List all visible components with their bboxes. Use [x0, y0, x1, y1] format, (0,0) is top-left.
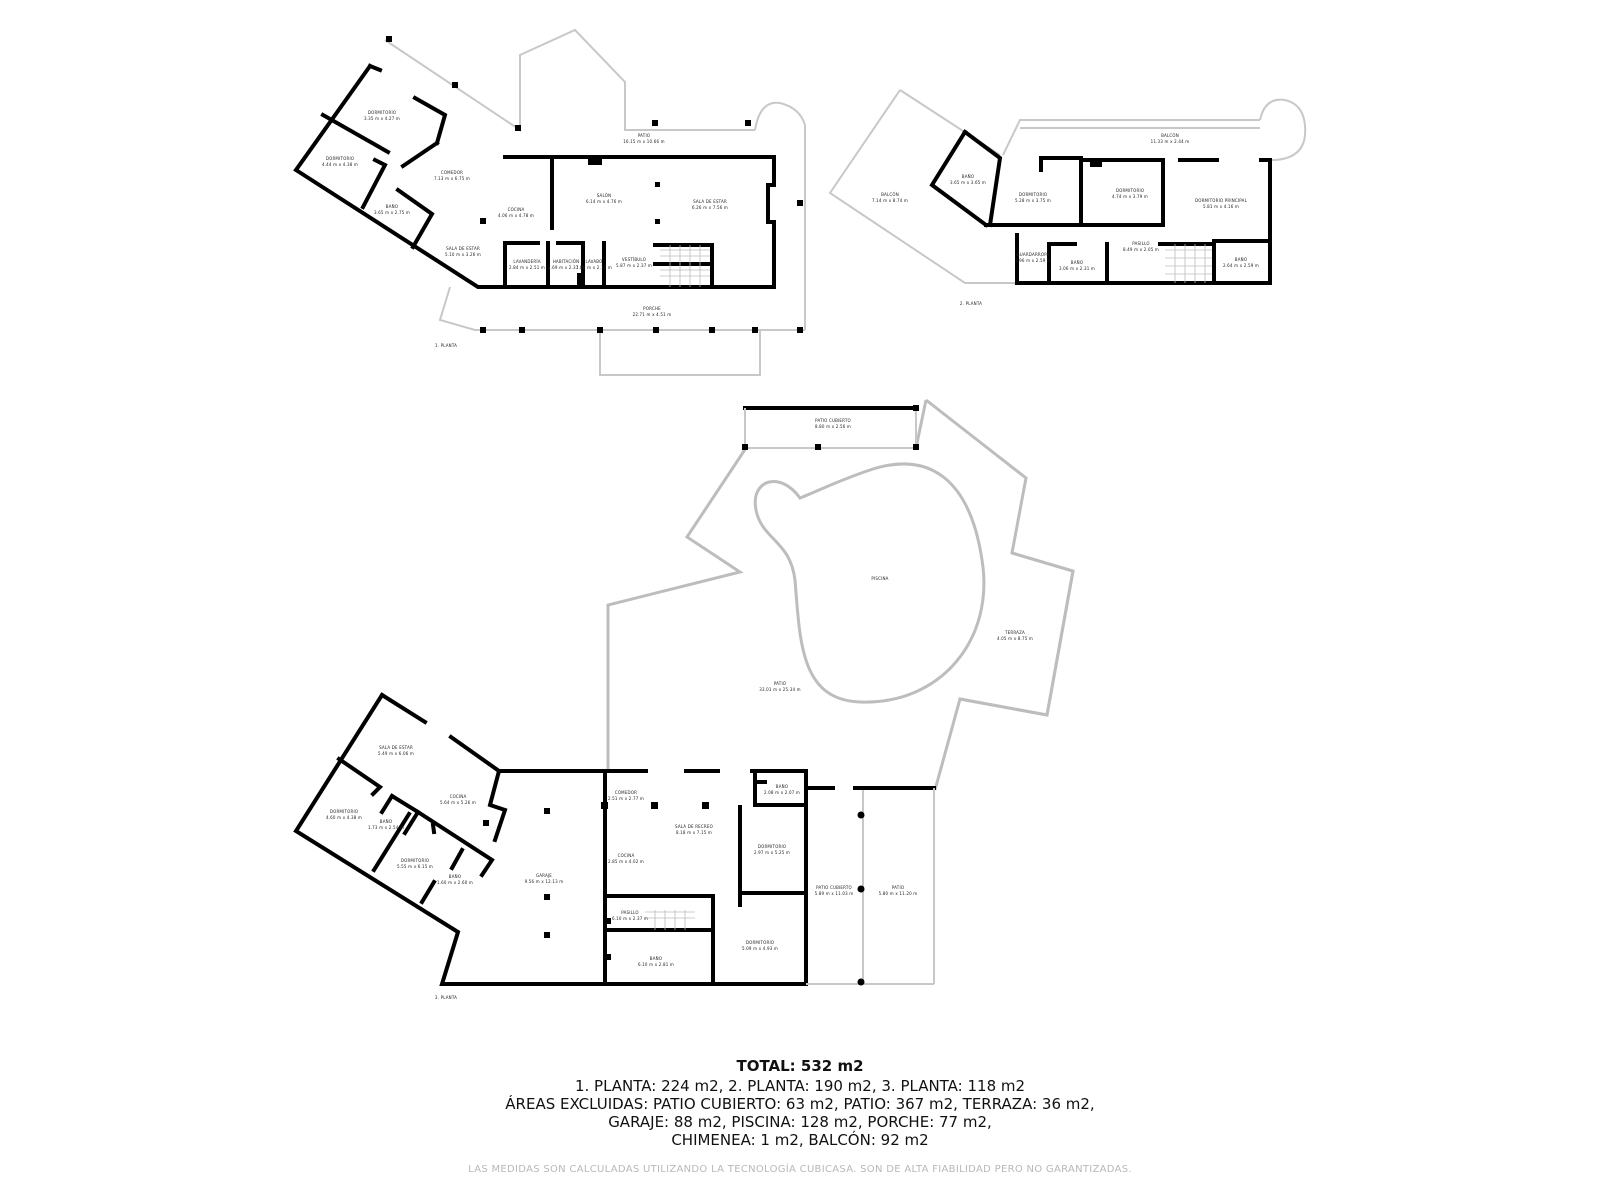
floor-label: 1. PLANTA [435, 343, 457, 348]
excluded-areas-line: GARAJE: 88 m2, PISCINA: 128 m2, PORCHE: … [608, 1113, 992, 1131]
floor-label: 3. PLANTA [435, 995, 457, 1000]
disclaimer: LAS MEDIDAS SON CALCULADAS UTILIZANDO LA… [468, 1164, 1132, 1175]
excluded-areas-line: ÁREAS EXCLUIDAS: PATIO CUBIERTO: 63 m2, … [505, 1095, 1095, 1113]
room-label: PISCINA [871, 576, 888, 581]
excluded-areas-line: CHIMENEA: 1 m2, BALCÓN: 92 m2 [671, 1131, 929, 1149]
floor-areas-line: 1. PLANTA: 224 m2, 2. PLANTA: 190 m2, 3.… [574, 1077, 1026, 1095]
floor-label: 2. PLANTA [960, 301, 982, 306]
total-area: TOTAL: 532 m2 [736, 1057, 864, 1075]
